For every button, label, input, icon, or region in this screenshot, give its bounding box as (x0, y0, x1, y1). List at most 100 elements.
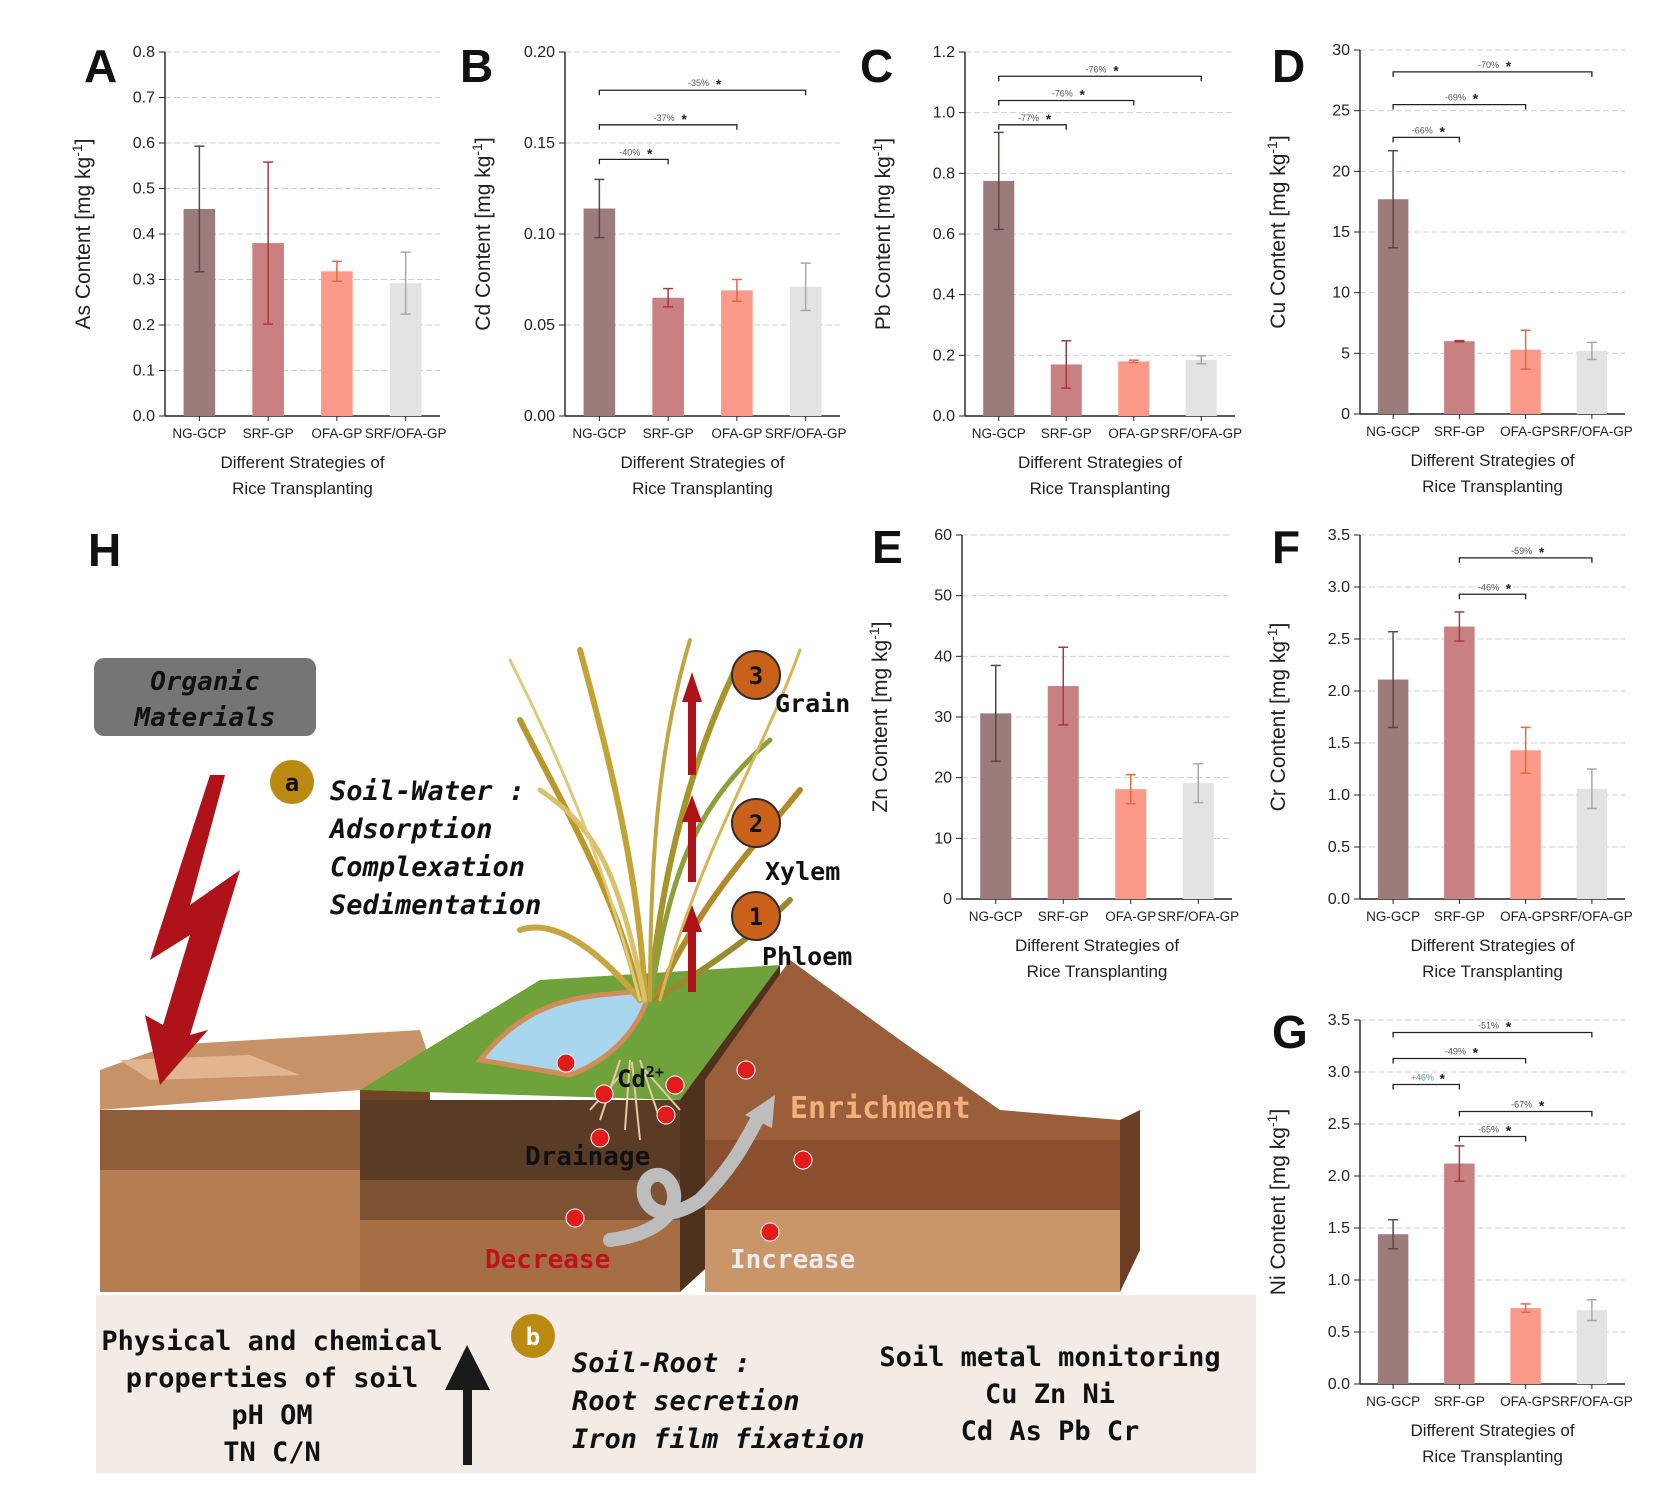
chart-b-category-label: SRF-GP (643, 426, 694, 441)
chart-g-significance-bracket (1392, 1057, 1527, 1064)
chart-c-significance-label: -76% (1052, 89, 1073, 99)
chart-g-bar (1377, 1234, 1409, 1384)
chart-b-bar (652, 297, 684, 416)
stage-label-xylem: Xylem (765, 857, 840, 886)
chart-b-significance-bracket (598, 89, 807, 96)
enrichment-arrowhead (745, 1095, 775, 1128)
chart-f-significance-bracket (1458, 557, 1593, 563)
soil-root-item-iron-film: Iron film fixation (572, 1424, 865, 1455)
chart-a-y-tick-label: 0.8 (133, 44, 155, 61)
monitoring-title: Soil metal monitoring (879, 1342, 1220, 1373)
enrichment-arrow-icon (603, 1108, 767, 1247)
chart-f-x-axis-label-line2: Rice Transplanting (1422, 962, 1563, 981)
chart-b-significance-label: -37% (654, 113, 675, 123)
stage-badge-2 (731, 798, 781, 848)
chart-d-significance-bracket (1392, 136, 1461, 143)
chart-f-category-label: SRF/OFA-GP (1551, 909, 1633, 924)
chart-f-y-tick-label: 1.0 (1328, 787, 1350, 804)
chart-c-significance-star: * (1080, 87, 1086, 103)
lightning-arrow-icon (145, 775, 240, 1085)
panel-letter-c: C (860, 40, 893, 92)
chart-b-x-axis-label-line2: Rice Transplanting (632, 479, 773, 498)
chart-d-significance-bracket (1392, 71, 1593, 77)
chart-b-significance-label: -35% (688, 78, 709, 88)
chart-g-bar (1510, 1308, 1541, 1384)
soil-props-line4: TN C/N (223, 1437, 321, 1468)
chart-d-y-tick-label: 5 (1341, 345, 1350, 362)
chart-a-y-tick-label: 0.2 (133, 317, 155, 334)
soil-block-left (100, 1030, 430, 1292)
chart-e-x-axis-label-line2: Rice Transplanting (1027, 962, 1168, 981)
soil-water-item-complexation: Complexation (330, 852, 525, 883)
chart-e-category-label: OFA-GP (1105, 909, 1156, 924)
badge-b-label: b (526, 1323, 540, 1351)
chart-b-significance-star: * (681, 111, 687, 127)
panel-letter-f: F (1272, 521, 1300, 573)
chart-d-bar (1444, 341, 1475, 414)
chart-a-y-tick-label: 0.5 (133, 181, 155, 198)
chart-a-y-tick-label: 0.3 (133, 272, 155, 289)
chart-f-y-tick-label: 2.0 (1328, 683, 1350, 700)
stage-label-phloem: Phloem (762, 942, 852, 971)
chart-a-y-tick-label: 0.6 (133, 135, 155, 152)
chart-b-y-tick-label: 0.05 (524, 317, 555, 334)
increase-label: Increase (730, 1245, 855, 1275)
badge-b (511, 1314, 555, 1358)
soil-root-title: Soil-Root : (572, 1348, 751, 1379)
chart-g-y-tick-label: 0.0 (1328, 1376, 1350, 1393)
enrichment-label: Enrichment (790, 1091, 971, 1126)
chart-c-y-tick-label: 1.2 (933, 44, 955, 61)
chart-e-x-axis-label-line1: Different Strategies of (1015, 936, 1179, 955)
chart-g-significance-label: -49% (1445, 1046, 1466, 1056)
chart-g-significance-bracket (1392, 1031, 1593, 1038)
stage-badge-3 (731, 650, 781, 700)
chart-a-category-label: OFA-GP (311, 426, 362, 441)
chart-d-significance-star: * (1440, 123, 1446, 139)
organic-materials-line1: Organic (150, 667, 260, 697)
transport-arrows (682, 672, 702, 992)
chart-b-bar (583, 208, 616, 416)
chart-d-x-axis-label-line2: Rice Transplanting (1422, 477, 1563, 496)
chart-c-significance-star: * (1046, 111, 1052, 127)
panel-letter-d: D (1272, 40, 1305, 92)
chart-g-y-tick-label: 0.5 (1328, 1324, 1350, 1341)
chart-c-x-axis-label-line2: Rice Transplanting (1030, 479, 1171, 498)
chart-b-y-axis-label: Cd Content [mg kg-1] (469, 137, 495, 330)
chart-d-significance-bracket (1392, 103, 1527, 110)
chart-b-significance-bracket (598, 124, 738, 130)
chart-g-bar (1444, 1163, 1475, 1384)
chart-f-y-tick-label: 3.5 (1328, 527, 1350, 544)
chart-f-y-tick-label: 0.0 (1328, 891, 1350, 908)
chart-g-y-axis-label: Ni Content [mg kg-1] (1264, 1109, 1290, 1295)
chart-e-category-label: NG-GCP (969, 909, 1023, 924)
chart-d-y-tick-label: 0 (1341, 406, 1350, 423)
stage-number-2: 2 (749, 810, 763, 838)
chart-e-y-tick-label: 40 (934, 648, 952, 665)
chart-c-y-tick-label: 0.2 (933, 347, 955, 364)
chart-d-category-label: SRF-GP (1434, 424, 1485, 439)
chart-e-y-tick-label: 20 (934, 770, 952, 787)
chart-a-y-tick-label: 0.4 (133, 226, 155, 243)
chart-f-category-label: OFA-GP (1500, 909, 1551, 924)
chart-c-category-label: SRF/OFA-GP (1160, 426, 1242, 441)
chart-c-y-tick-label: 0.0 (933, 408, 955, 425)
chart-g-category-label: SRF-GP (1434, 1394, 1485, 1409)
cd-ion-label: Cd2+ (617, 1063, 664, 1093)
chart-d-category-label: SRF/OFA-GP (1551, 424, 1633, 439)
chart-d-significance-star: * (1506, 58, 1512, 74)
cd-particles (556, 1053, 813, 1242)
panel-letter-h: H (88, 524, 121, 576)
chart-g-significance-star: * (1506, 1018, 1512, 1034)
chart-a-category-label: SRF-GP (243, 426, 294, 441)
chart-e-y-tick-label: 10 (934, 830, 952, 847)
chart-a-bar (321, 271, 353, 416)
chart-g-significance-star: * (1440, 1070, 1446, 1086)
chart-e-bar (1115, 789, 1147, 899)
chart-c-significance-star: * (1113, 62, 1119, 78)
chart-a-category-label: NG-GCP (172, 426, 226, 441)
chart-f-y-tick-label: 2.5 (1328, 631, 1350, 648)
monitoring-metals-line2: Cd As Pb Cr (961, 1416, 1140, 1447)
chart-g-y-tick-label: 1.5 (1328, 1220, 1350, 1237)
chart-b-significance-star: * (716, 76, 722, 92)
